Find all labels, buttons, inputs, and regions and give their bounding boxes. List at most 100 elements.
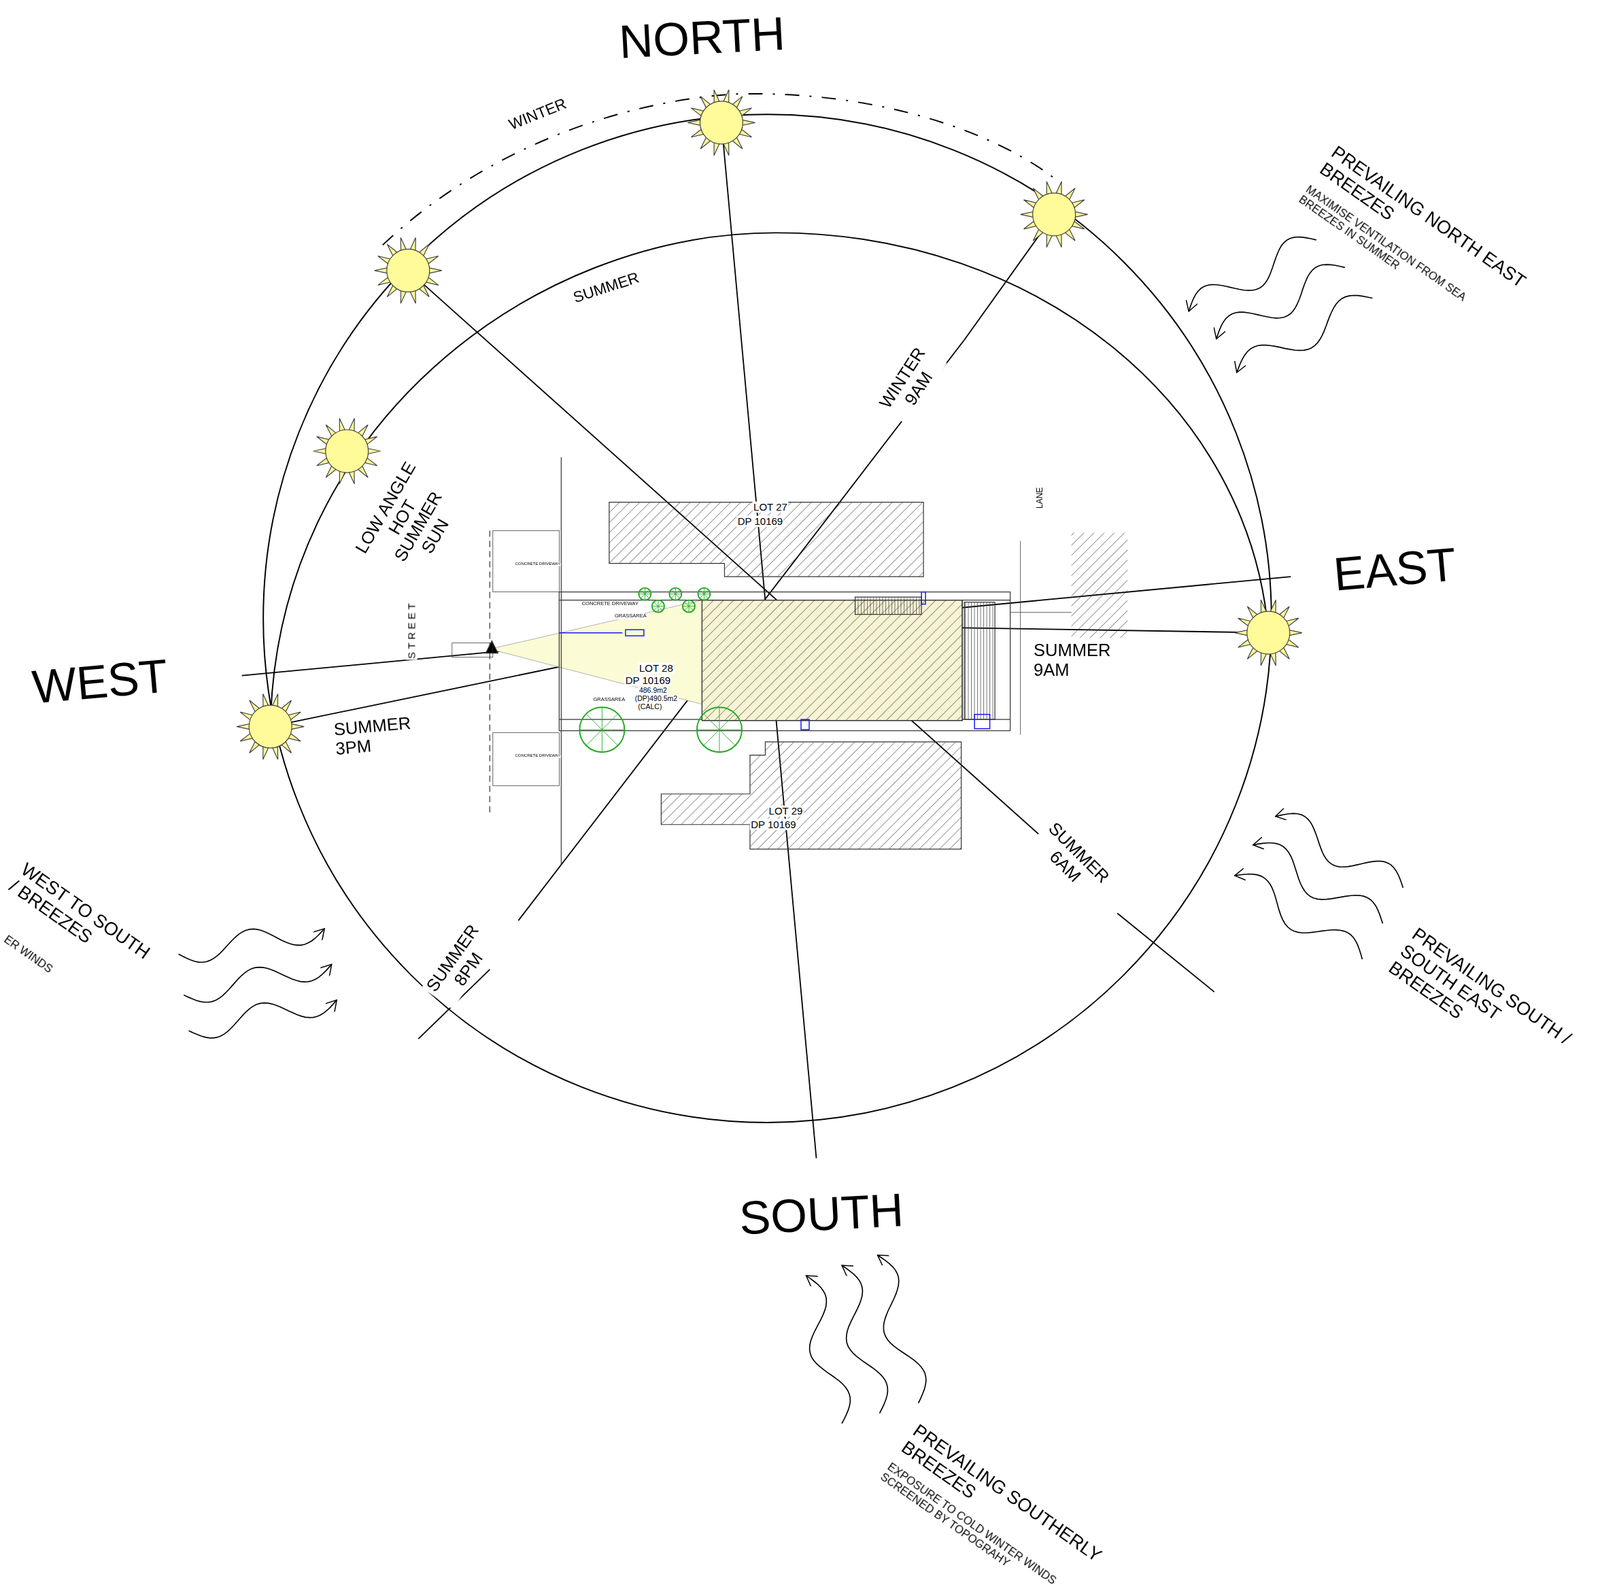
site-plan [1019, 541, 1021, 736]
diagram-label: CONCRETE DRIVEWAY [514, 562, 562, 568]
diagram-label: GRASSAREA [614, 613, 649, 619]
tree-symbol [719, 713, 736, 730]
breeze-arrow [178, 928, 326, 963]
tree-symbol [719, 729, 742, 731]
survey-mark [625, 629, 644, 636]
tree-symbol [579, 729, 602, 731]
diagram-label: SUMMER 9AM [1032, 641, 1117, 680]
breeze-arrow [877, 1255, 927, 1404]
breeze-arrow [189, 1000, 338, 1039]
site-plan [660, 741, 961, 850]
sun-symbol [374, 237, 442, 304]
diagram-label: WEST [29, 650, 171, 714]
diagram-label: STREET [405, 599, 417, 660]
sun-symbol [687, 89, 755, 156]
tree-symbol [658, 605, 665, 607]
tree-symbol [644, 594, 646, 601]
site-plan [452, 643, 493, 658]
diagram-label: NORTH [616, 7, 788, 68]
breeze-arrow [1236, 295, 1373, 373]
tree-symbol [601, 729, 603, 753]
sun-symbol [386, 248, 430, 292]
diagram-label: EAST [1330, 538, 1460, 602]
sun-path [270, 232, 1269, 727]
site-plan [558, 592, 1010, 731]
sun-path [382, 93, 1062, 245]
tree-symbol [601, 713, 618, 730]
sun-symbol [1032, 193, 1076, 236]
diagram-label: DP 10169 [750, 818, 797, 831]
diagram-label: WINTER [505, 94, 570, 134]
sun-symbol [236, 693, 304, 760]
diagram-label: LOW ANGLE HOT SUMMER SUN [349, 453, 473, 591]
breeze-arrow [178, 237, 1404, 1424]
tree-symbol [699, 594, 704, 599]
tree-symbol [657, 606, 659, 613]
diagram-label: SUMMER 6AM [1028, 817, 1115, 904]
sun-ray-line [1117, 913, 1215, 993]
tree-symbol [601, 729, 618, 746]
breeze-arrow [1188, 237, 1317, 312]
tree-symbol [652, 600, 665, 613]
sun-symbol [1020, 181, 1088, 248]
diagram-label: CONCRETE DRIVEWAY [580, 601, 640, 607]
tree-symbol [703, 594, 705, 601]
site-plan [964, 602, 995, 721]
tree-symbol [579, 588, 742, 753]
breeze-arrow [1275, 813, 1404, 888]
tree-symbol [684, 606, 689, 611]
tree-symbol [657, 600, 659, 607]
site-plan [492, 733, 560, 787]
tree-symbol [654, 601, 659, 606]
site-plan [452, 457, 1128, 866]
diagram-label: LOT 28 [637, 662, 674, 675]
diagram-label: GRASSAREA [592, 696, 627, 703]
sun-symbol [325, 429, 369, 473]
tree-symbol [688, 606, 693, 611]
tree-symbol [696, 729, 720, 731]
tree-symbol [675, 589, 680, 594]
tree-symbol [703, 589, 708, 594]
tree-symbol [697, 593, 704, 595]
diagram-label: LOT 29 [767, 805, 804, 818]
tree-symbol [703, 588, 705, 595]
tree-symbol [601, 729, 625, 731]
sun-ray-line [242, 122, 1292, 1159]
tree-symbol [703, 713, 720, 730]
tree-symbol [644, 589, 649, 594]
tree-symbol [669, 593, 676, 595]
tree-symbol [684, 601, 689, 606]
sun-symbol [699, 101, 743, 145]
sun-symbol [236, 89, 1303, 760]
sun-path [263, 114, 1272, 1123]
tree-symbol [688, 601, 693, 606]
breeze-arrow [1253, 843, 1384, 925]
site-plan [609, 502, 924, 578]
sun-symbol [236, 693, 304, 760]
tree-symbol [638, 593, 645, 595]
tree-symbol [640, 594, 645, 599]
site-plan [1071, 533, 1129, 639]
diagram-label: SUMMER [570, 268, 643, 306]
sun-symbol [687, 89, 755, 156]
tree-symbol [699, 589, 704, 594]
tree-symbol [718, 729, 720, 753]
diagram-label: (CALC) [637, 703, 663, 712]
tree-symbol [658, 606, 663, 611]
tree-symbol [671, 589, 676, 594]
sun-path [263, 93, 1272, 1123]
tree-symbol [688, 600, 689, 607]
tree-symbol [688, 605, 695, 607]
diagram-label: PREVAILING SOUTH / SOUTH EAST BREEZES [1383, 924, 1579, 1086]
survey-mark [801, 719, 810, 730]
tree-symbol [682, 600, 695, 613]
diagram-label: DP 10169 [736, 516, 784, 528]
breeze-arrow [806, 1275, 851, 1424]
tree-symbol [586, 729, 602, 746]
site-plan [701, 600, 963, 721]
tree-symbol [669, 588, 682, 601]
diagram-label: CONCRETE DRIVEWAY [514, 754, 562, 759]
tree-symbol [675, 588, 676, 595]
diagram-label: WEST TO SOUTH / BREEZES [4, 859, 156, 982]
